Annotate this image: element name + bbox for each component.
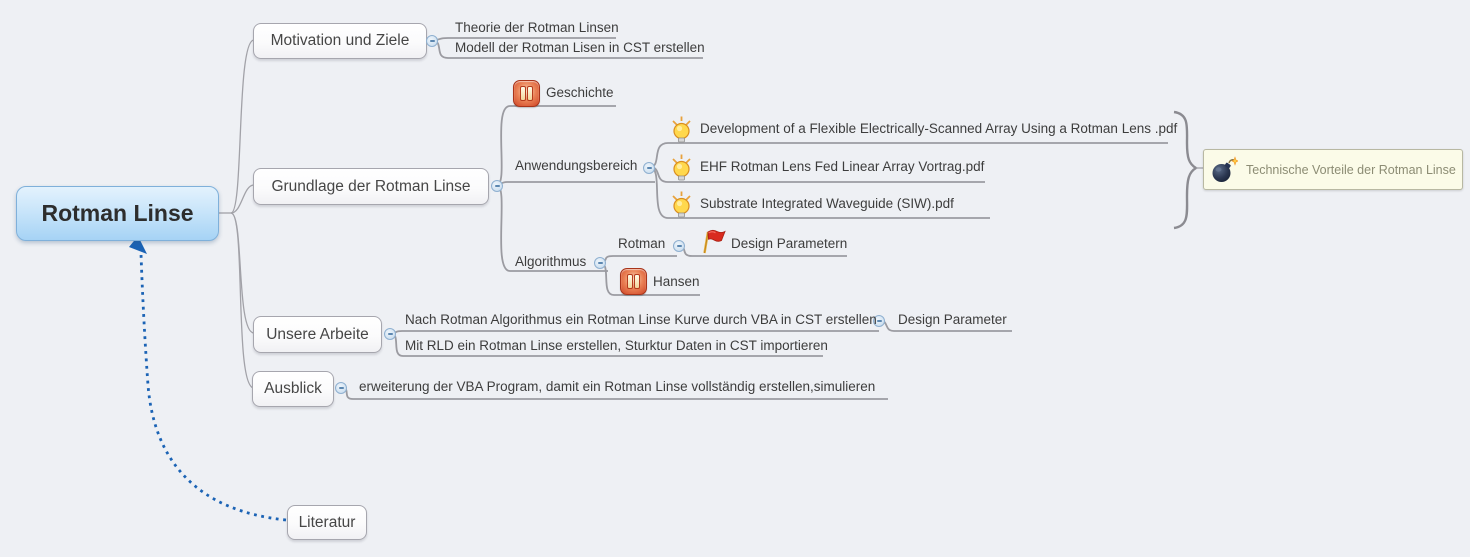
lightbulb-icon xyxy=(672,154,691,181)
topic-pdf-siw[interactable]: Substrate Integrated Waveguide (SIW).pdf xyxy=(700,196,954,211)
pause-bar xyxy=(627,274,633,289)
summary-topic[interactable]: Technische Vorteile der Rotman Linse xyxy=(1203,149,1463,190)
line-nach-rotman xyxy=(390,330,879,334)
topic-pdf-ehf[interactable]: EHF Rotman Lens Fed Linear Array Vortrag… xyxy=(700,159,985,174)
main-branch-lines xyxy=(218,39,255,389)
summary-topic-label: Technische Vorteile der Rotman Linse xyxy=(1246,162,1456,177)
minus-icon xyxy=(387,333,393,335)
collapse-button-ausblick[interactable] xyxy=(335,382,347,394)
minus-icon xyxy=(338,387,344,389)
topic-motivation[interactable]: Motivation und Ziele xyxy=(253,23,427,59)
topic-literatur[interactable]: Literatur xyxy=(287,505,367,540)
collapse-button-grundlage[interactable] xyxy=(491,180,503,192)
topic-grundlage[interactable]: Grundlage der Rotman Linse xyxy=(253,168,489,205)
topic-erweiterung[interactable]: erweiterung der VBA Program, damit ein R… xyxy=(359,379,876,394)
minus-icon xyxy=(597,262,603,264)
line-to-ausblick xyxy=(230,212,255,389)
minus-icon xyxy=(494,185,500,187)
topic-modell[interactable]: Modell der Rotman Lisen in CST erstellen xyxy=(455,40,705,55)
root-topic-label: Rotman Linse xyxy=(41,200,194,226)
topic-ausblick-label: Ausblick xyxy=(264,380,322,397)
bomb-icon xyxy=(1212,155,1238,182)
line-rotman xyxy=(599,255,677,263)
topic-rotman[interactable]: Rotman xyxy=(618,236,666,251)
minus-icon xyxy=(876,320,882,322)
topic-algorithmus[interactable]: Algorithmus xyxy=(515,254,587,269)
relationship-arrowhead-icon xyxy=(129,236,147,254)
topic-design-parametern[interactable]: Design Parametern xyxy=(731,236,848,251)
pause-bar xyxy=(520,86,526,101)
summary-brace xyxy=(1173,110,1199,230)
line-to-unsere-arbeite xyxy=(230,212,255,334)
topic-hansen[interactable]: Hansen xyxy=(653,274,700,289)
line-geschichte xyxy=(496,105,616,186)
lightbulb-icon xyxy=(672,116,691,143)
topic-nach-rotman[interactable]: Nach Rotman Algorithmus ein Rotman Linse… xyxy=(405,312,877,327)
line-anwendungsbereich xyxy=(496,181,655,186)
collapse-button-nach-rotman[interactable] xyxy=(873,315,885,327)
topic-unsere-arbeite-label: Unsere Arbeite xyxy=(266,325,369,343)
pause-icon xyxy=(620,268,647,295)
collapse-button-motivation[interactable] xyxy=(426,35,438,47)
lightbulb-icon xyxy=(672,191,691,218)
pause-icon xyxy=(513,80,540,107)
root-topic[interactable]: Rotman Linse xyxy=(16,186,219,241)
topic-literatur-label: Literatur xyxy=(298,513,356,531)
minus-icon xyxy=(676,245,682,247)
minus-icon xyxy=(646,167,652,169)
topic-mit-rld[interactable]: Mit RLD ein Rotman Linse erstellen, Stur… xyxy=(405,338,828,353)
topic-anwendungsbereich[interactable]: Anwendungsbereich xyxy=(515,158,638,173)
line-to-grundlage xyxy=(230,184,255,214)
pause-bar xyxy=(527,86,533,101)
collapse-button-rotman[interactable] xyxy=(673,240,685,252)
topic-pdf-dev[interactable]: Development of a Flexible Electrically-S… xyxy=(700,121,1178,136)
topic-grundlage-label: Grundlage der Rotman Linse xyxy=(271,177,471,195)
topic-motivation-label: Motivation und Ziele xyxy=(270,32,410,49)
flag-icon xyxy=(703,229,726,254)
minus-icon xyxy=(429,40,435,42)
topic-theorie[interactable]: Theorie der Rotman Linsen xyxy=(455,20,619,35)
topic-geschichte[interactable]: Geschichte xyxy=(546,85,614,100)
pause-bar xyxy=(634,274,640,289)
collapse-button-algorithmus[interactable] xyxy=(594,257,606,269)
topic-ausblick[interactable]: Ausblick xyxy=(252,371,334,407)
collapse-button-anwendungsbereich[interactable] xyxy=(643,162,655,174)
topic-design-parameter[interactable]: Design Parameter xyxy=(898,312,1007,327)
line-to-motivation xyxy=(230,39,255,214)
topic-unsere-arbeite[interactable]: Unsere Arbeite xyxy=(253,316,382,353)
collapse-button-unsere-arbeite[interactable] xyxy=(384,328,396,340)
